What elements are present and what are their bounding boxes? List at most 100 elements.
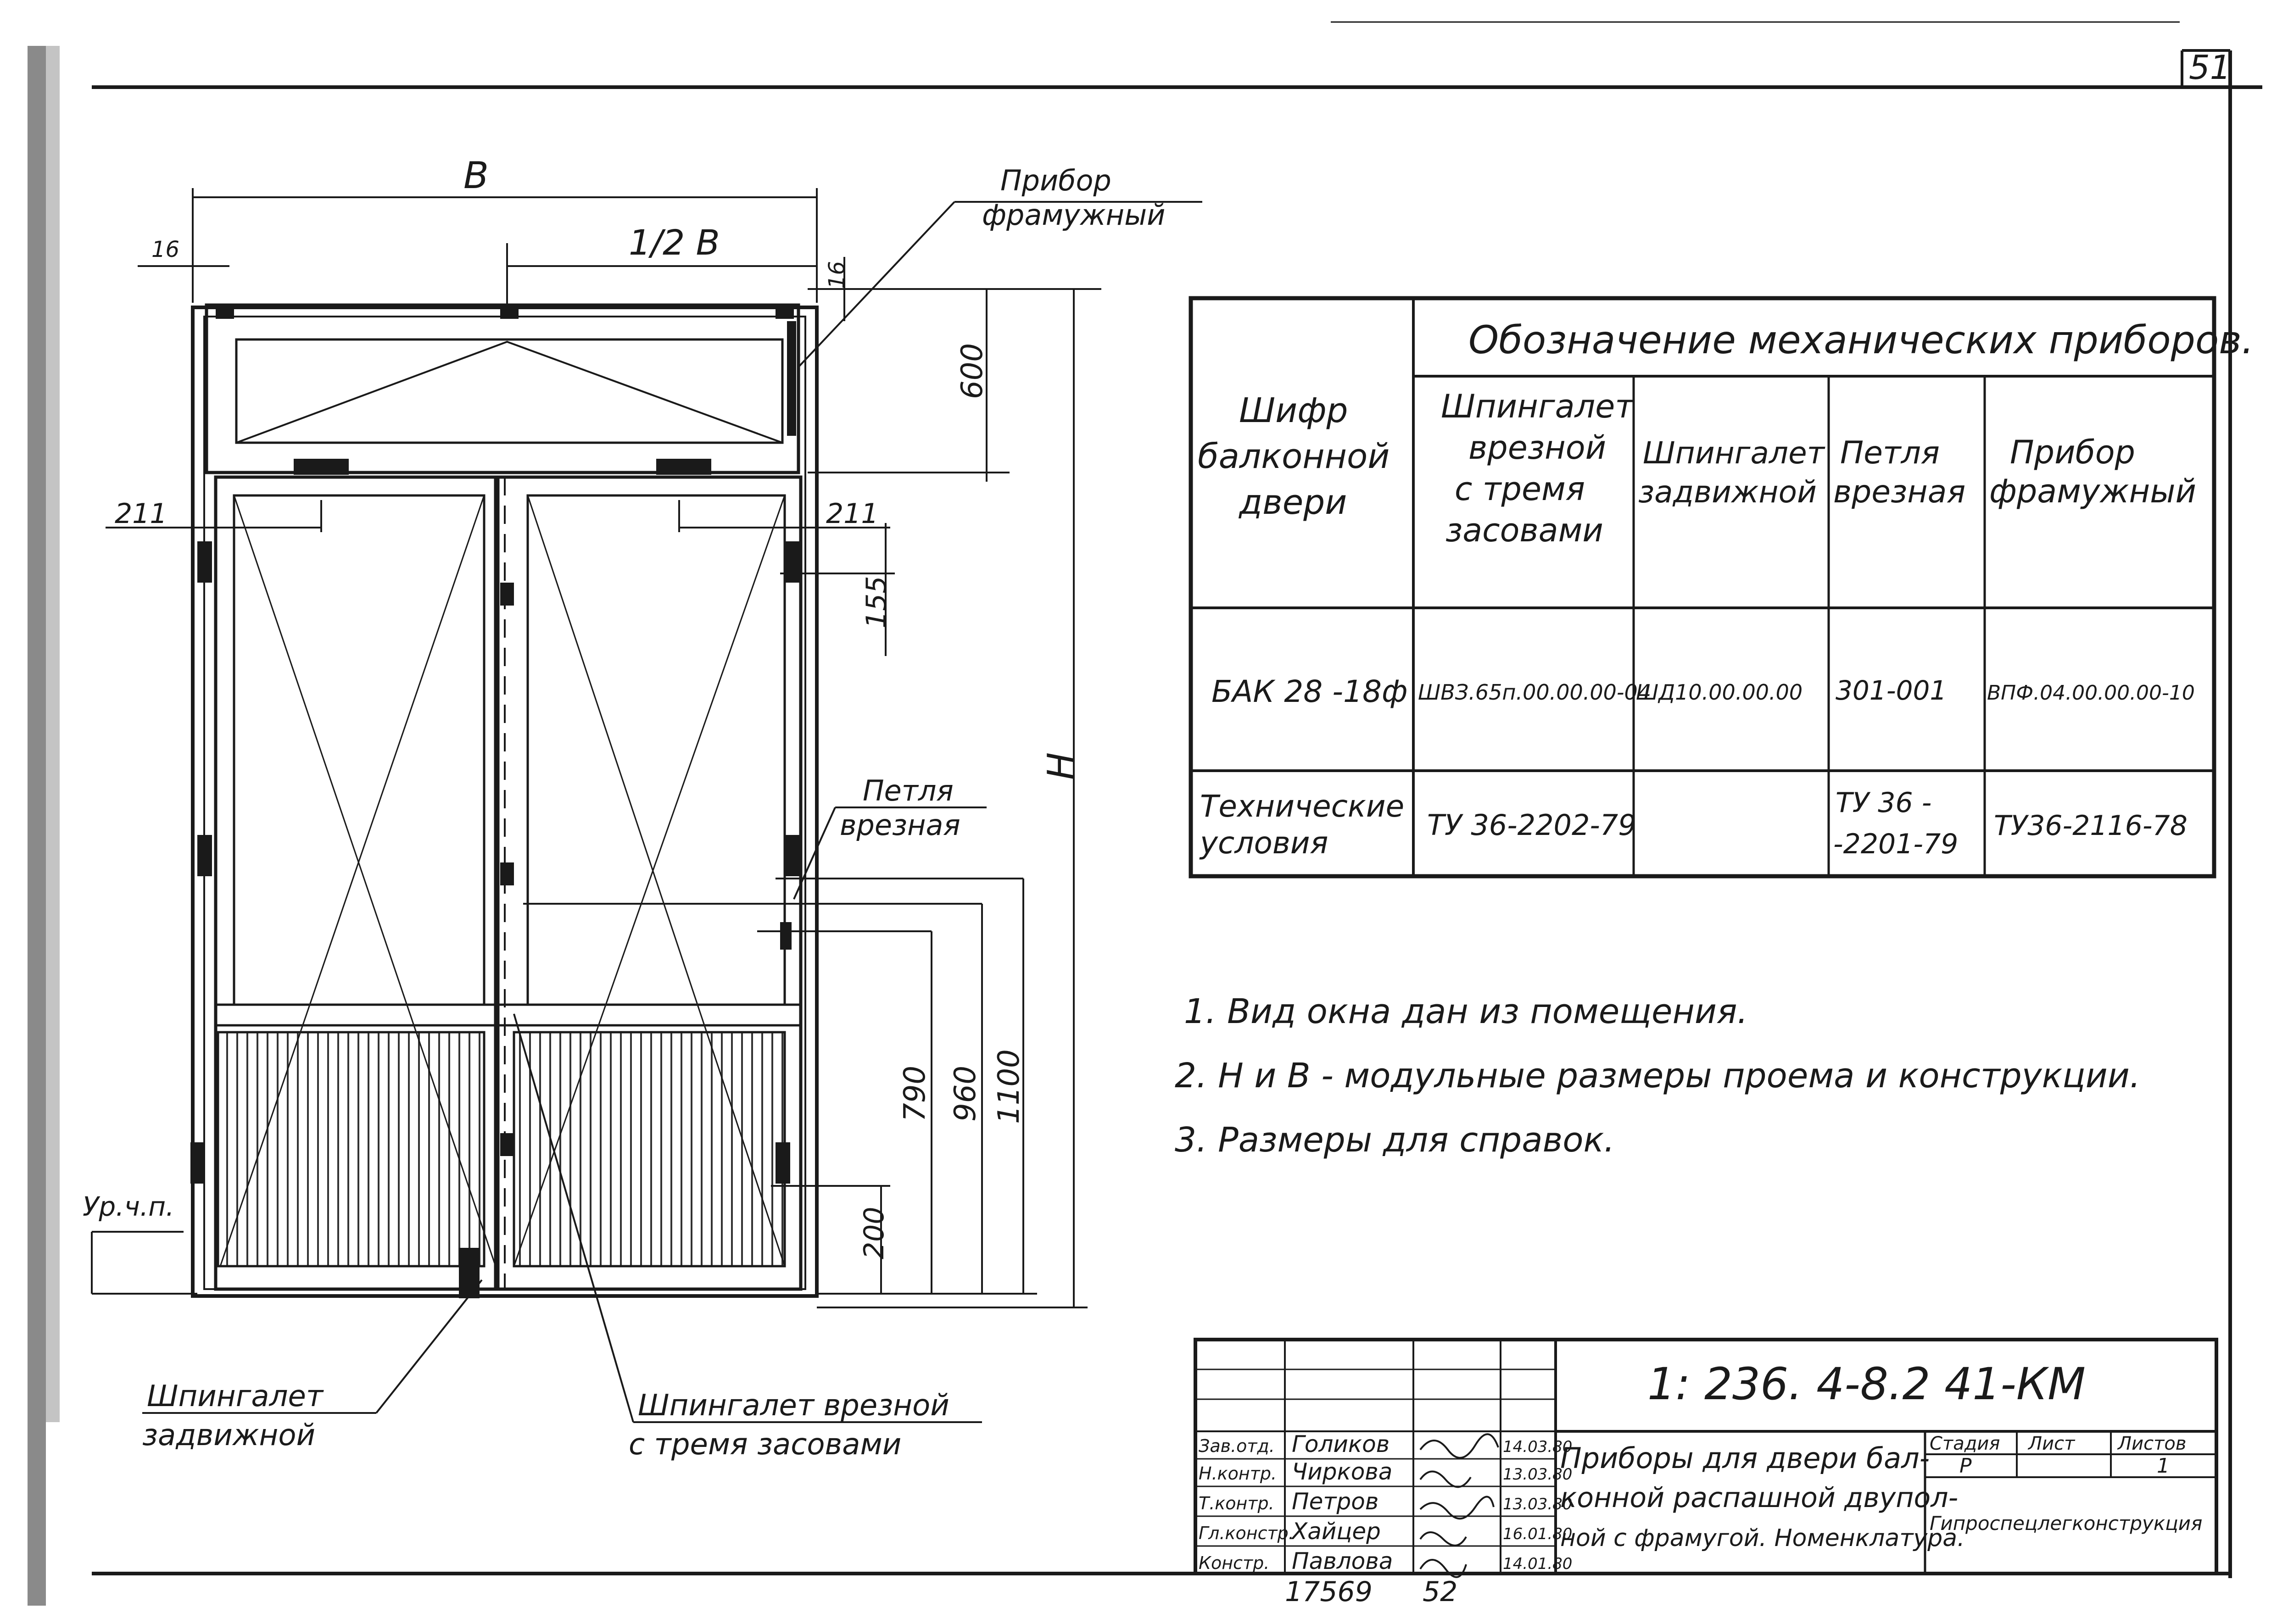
stage-value: Р (1959, 1454, 1972, 1478)
title-block (1194, 1338, 2218, 1575)
table-row-specs: Технические условия ТУ 36-2202-79 ТУ 36 … (1199, 787, 2188, 861)
row2-hinge-line2: -2201-79 (1833, 828, 1958, 860)
row1-transom: ВПФ.04.00.00.00-10 (1987, 681, 2195, 705)
dim-211-right: 211 (826, 498, 879, 530)
transom-frame (205, 303, 800, 474)
left-glass (233, 494, 486, 1006)
table-col-hinge: Петля врезная (1833, 435, 1965, 510)
col-bolt-line3: с тремя (1455, 470, 1585, 508)
col-hinge-line2: врезная (1833, 474, 1965, 510)
archive-number: 17569 (1285, 1576, 1373, 1608)
table-col-latch: Шпингалет задвижной (1638, 435, 1826, 510)
name-2: Чиркова (1292, 1458, 1392, 1485)
row1-latch: ШД10.00.00.00 (1636, 680, 1802, 705)
dim-600: 600 (955, 343, 989, 399)
dim-16-left: 16 (151, 237, 179, 262)
callout-transom-line1: Прибор (1000, 164, 1111, 197)
name-3: Петров (1292, 1488, 1378, 1515)
callout-bolt-line2: с тремя засовами (629, 1428, 901, 1462)
date-2: 13.03.80 (1503, 1465, 1572, 1484)
callout-latch-line1: Шпингалет (147, 1379, 324, 1413)
scan-edge (28, 46, 46, 1606)
role-3: Т.контр. (1199, 1493, 1274, 1513)
row1-bolt: ШВЗ.65п.00.00.00-04 (1418, 680, 1651, 705)
title-line-2: конной распашной двупол- (1560, 1482, 1958, 1514)
date-5: 14.01.80 (1503, 1555, 1572, 1573)
role-1: Зав.отд. (1199, 1436, 1275, 1456)
title-block-dates: 14.03.80 13.03.80 13.03.80 16.01.80 14.0… (1503, 1438, 1572, 1573)
name-5: Павлова (1292, 1548, 1393, 1574)
title-line-3: ной с фрамугой. Номенклатура. (1560, 1524, 1965, 1552)
dim-h: Н (1040, 752, 1083, 780)
title-block-names: Голиков Чиркова Петров Хайцер Павлова (1290, 1431, 1393, 1574)
left-leaf (214, 475, 497, 1291)
col-latch-line2: задвижной (1638, 474, 1817, 510)
row2-label-line2: условия (1199, 825, 1328, 861)
role-5: Констр. (1199, 1553, 1269, 1573)
col-bolt-line2: врезной (1468, 429, 1606, 467)
note-1: 1. Вид окна дан из помещения. (1184, 992, 1748, 1031)
title-line-1: Приборы для двери бал- (1560, 1441, 1930, 1475)
scan-edge-shadow (46, 46, 60, 1422)
date-1: 14.03.80 (1503, 1438, 1572, 1456)
dim-1100: 1100 (992, 1049, 1026, 1124)
row2-hinge-line1: ТУ 36 - (1836, 787, 1931, 819)
transom-glass (235, 338, 784, 444)
notes: 1. Вид окна дан из помещения. 2. Н и В -… (1175, 992, 2140, 1160)
table-col-code: Шифр балконной двери (1198, 391, 1390, 522)
dim-960: 960 (949, 1066, 982, 1122)
row1-hinge: 301-001 (1836, 675, 1947, 706)
col-transom-line2: фрамужный (1989, 473, 2196, 510)
sheets-label: Листов (2117, 1433, 2186, 1454)
title-block-roles: Зав.отд. Н.контр. Т.контр. Гл.констр. Ко… (1199, 1436, 1294, 1573)
dim-790: 790 (898, 1066, 932, 1122)
note-3: 3. Размеры для справок. (1175, 1120, 1615, 1160)
col-code-line3: двери (1238, 483, 1347, 522)
sheet-number: 51 (2189, 48, 2231, 87)
right-glass (526, 494, 786, 1006)
door-drawing (190, 303, 819, 1298)
row2-bolt: ТУ 36-2202-79 (1427, 808, 1636, 842)
organization: Гипроспецлегконструкция (1930, 1512, 2202, 1535)
dim-16-right: 16 (824, 261, 850, 289)
floor-level-label: Ур.ч.п. (83, 1191, 174, 1222)
col-hinge-line1: Петля (1840, 435, 1940, 471)
callout-latch-line2: задвижной (142, 1418, 315, 1452)
col-latch-line1: Шпингалет (1643, 435, 1826, 471)
spec-table (1189, 296, 2216, 879)
note-2: 2. Н и В - модульные размеры проема и ко… (1175, 1056, 2140, 1096)
col-code-line2: балконной (1198, 437, 1390, 476)
transom-opening-lines (236, 340, 783, 444)
title-block-title: Приборы для двери бал- конной распашной … (1560, 1441, 1965, 1552)
callout-transom-line2: фрамужный (982, 198, 1165, 232)
sheet-frame (92, 21, 2262, 1578)
callout-leaders (142, 201, 1202, 1423)
dim-200: 200 (858, 1207, 890, 1259)
col-bolt-line1: Шпингалет (1441, 388, 1635, 425)
date-3: 13.03.80 (1503, 1495, 1572, 1513)
dim-half-b: 1/2 В (629, 222, 720, 263)
drawing-code: 1: 236. 4-8.2 41-КМ (1647, 1358, 2086, 1410)
table-row-product: БАК 28 -18ф ШВЗ.65п.00.00.00-04 ШД10.00.… (1211, 674, 2195, 709)
dim-211-left: 211 (115, 498, 167, 530)
role-2: Н.контр. (1199, 1463, 1277, 1484)
row1-code: БАК 28 -18ф (1211, 674, 1407, 709)
sheet-label: Лист (2027, 1433, 2076, 1454)
name-4: Хайцер (1290, 1518, 1381, 1545)
col-transom-line1: Прибор (2010, 434, 2135, 471)
table-header-group: Обозначение механических приборов. (1468, 317, 2254, 362)
row2-label-line1: Технические (1200, 789, 1404, 824)
left-panel-hatched (217, 1031, 486, 1268)
dim-155: 155 (860, 576, 893, 628)
copy-number: 52 (1423, 1576, 1457, 1608)
stage-label: Стадия (1930, 1433, 2000, 1454)
dimensions (91, 188, 1101, 1308)
table-col-transom: Прибор фрамужный (1989, 434, 2196, 510)
signatures (1419, 1433, 1499, 1578)
right-panel-hatched (513, 1031, 786, 1268)
row2-transom: ТУ36-2116-78 (1994, 810, 2188, 842)
callout-bolt-line1: Шпингалет врезной (638, 1389, 949, 1423)
sheets-value: 1 (2157, 1454, 2170, 1478)
name-1: Голиков (1292, 1431, 1390, 1457)
